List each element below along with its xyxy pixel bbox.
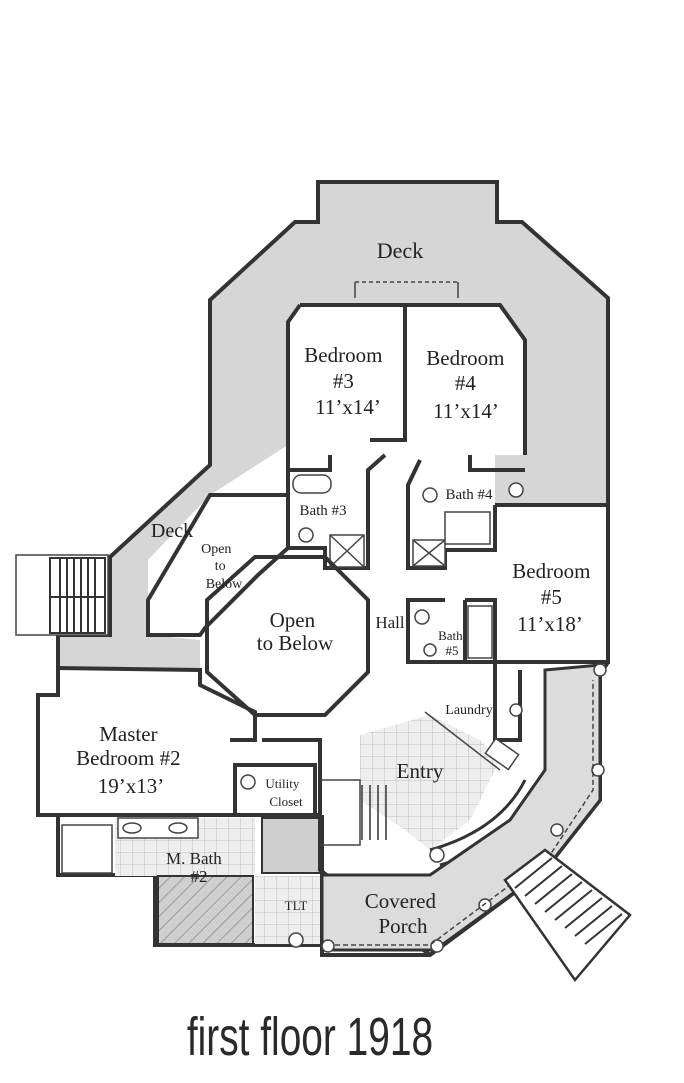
deck-top-label: Deck xyxy=(377,238,423,263)
bedroom-4-label: Bedroom #4 11’x14’ xyxy=(426,346,509,423)
laundry-label: Laundry xyxy=(445,703,492,718)
open-to-below-large-label: Open to Below xyxy=(257,608,334,655)
bedroom-5-label: Bedroom #5 11’x18’ xyxy=(512,559,595,636)
tlt-label: TLT xyxy=(285,898,308,913)
bedroom-3-walls xyxy=(286,303,407,445)
left-stairs xyxy=(15,554,109,636)
bath-5-label: Bath #5 xyxy=(438,628,466,658)
floor-plan-caption: first floor 1918 xyxy=(187,1006,433,1067)
utility-closet-label: Utility Closet xyxy=(265,776,303,809)
bath-4-label: Bath #4 xyxy=(445,487,493,503)
master-tub xyxy=(157,875,254,945)
bedroom-5-walls xyxy=(406,503,610,664)
hall-label: Hall xyxy=(375,613,405,632)
bedroom-4-walls xyxy=(405,303,527,455)
bath-3-label: Bath #3 xyxy=(299,503,346,519)
open-to-below-octagon xyxy=(205,555,370,717)
bedroom-3-label: Bedroom #3 11’x14’ xyxy=(304,343,387,419)
deck-left-label: Deck xyxy=(151,520,193,542)
master-bedroom-walls xyxy=(38,665,322,817)
covered-porch-label: Covered Porch xyxy=(365,889,441,938)
bath-4-walls xyxy=(406,455,525,570)
open-to-below-small-label: Open to Below xyxy=(201,542,243,592)
master-bedroom-label: Master Bedroom #2 19’x13’ xyxy=(76,722,186,798)
bath-5-walls xyxy=(406,598,497,662)
entry-tile xyxy=(360,715,500,850)
front-stairs xyxy=(503,848,632,983)
master-bath-label: M. Bath #2 xyxy=(166,849,226,886)
utility-closet-walls xyxy=(233,763,317,817)
entry-label: Entry xyxy=(397,759,444,783)
